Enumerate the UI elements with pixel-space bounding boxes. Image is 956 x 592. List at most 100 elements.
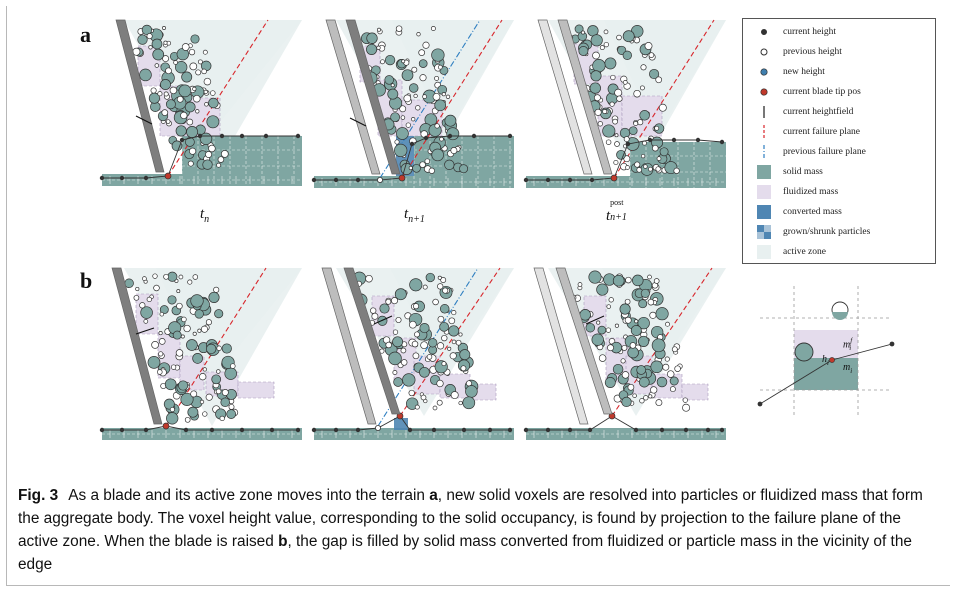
particle — [451, 310, 457, 316]
particle — [418, 49, 426, 56]
particle — [366, 32, 378, 44]
particle — [654, 125, 660, 131]
height-point — [239, 427, 245, 433]
detail-m-f: m — [843, 339, 851, 351]
particle — [385, 341, 392, 349]
height-point — [219, 133, 225, 139]
particle — [632, 274, 644, 287]
particle — [151, 341, 159, 349]
particle — [137, 34, 148, 45]
current-failure-plane — [399, 267, 501, 417]
particle — [428, 167, 435, 174]
particle — [392, 329, 399, 335]
particle — [414, 331, 420, 338]
particle — [612, 118, 618, 125]
blade — [325, 19, 381, 175]
particle — [647, 298, 655, 306]
particle — [630, 325, 642, 336]
particle — [606, 304, 611, 309]
particle — [652, 144, 659, 152]
particle — [208, 97, 219, 109]
particle — [175, 349, 184, 357]
particle — [445, 94, 451, 99]
legend-label: previous height — [783, 47, 842, 57]
particle — [173, 60, 178, 65]
particle — [437, 64, 443, 70]
particle — [647, 274, 652, 280]
particle — [180, 334, 185, 339]
particle — [388, 351, 402, 366]
particle — [450, 391, 459, 400]
particle — [682, 397, 688, 403]
particle — [462, 396, 476, 410]
blade — [533, 267, 589, 425]
height-profile — [526, 415, 722, 431]
particle — [201, 68, 207, 75]
particle — [448, 317, 456, 325]
particle — [459, 164, 469, 174]
height-point — [239, 133, 245, 139]
particle — [210, 90, 216, 96]
detail-h-sub: i — [827, 359, 829, 367]
particle — [658, 103, 667, 112]
detail-point — [889, 341, 895, 347]
particle — [163, 273, 169, 280]
particle — [596, 283, 609, 296]
particle — [673, 167, 680, 174]
legend-item-heightfield: current heightfield — [755, 103, 853, 121]
particle — [633, 89, 641, 98]
particle — [150, 87, 157, 94]
particle — [152, 273, 158, 279]
particle — [399, 105, 407, 113]
particle — [221, 389, 229, 396]
particle — [162, 55, 170, 63]
particle — [632, 393, 637, 398]
particle — [426, 354, 433, 360]
particle — [380, 59, 385, 65]
particle — [651, 338, 666, 353]
particle — [621, 344, 628, 351]
particle — [385, 298, 392, 305]
particle — [159, 305, 169, 315]
particle — [592, 51, 600, 60]
legend-item-previous-failure: previous failure plane — [755, 143, 866, 161]
legend-item-new-height: new height — [755, 63, 825, 81]
particle — [180, 111, 188, 120]
particle — [619, 127, 631, 139]
particle — [184, 101, 196, 113]
time-label-tn-base: t — [200, 206, 205, 222]
particle — [176, 289, 181, 294]
height-profile — [526, 139, 723, 181]
red-dot-icon — [755, 85, 773, 99]
detail-particle-large — [794, 342, 814, 362]
particle — [163, 398, 175, 410]
particle — [392, 370, 398, 375]
blade — [115, 19, 165, 173]
particle — [183, 324, 191, 333]
particle — [439, 136, 444, 142]
particle — [425, 272, 435, 283]
current-failure-plane — [165, 267, 267, 427]
particle — [411, 117, 416, 122]
particle — [181, 43, 190, 51]
particle — [160, 79, 171, 90]
particle — [208, 144, 216, 153]
red-dashed-line-icon — [755, 125, 773, 139]
particle — [146, 33, 153, 40]
particle — [202, 411, 208, 417]
time-label-tn1-base: t — [404, 206, 409, 222]
legend-label: new height — [783, 67, 825, 77]
height-point — [209, 427, 215, 433]
legend-item-grown: grown/shrunk particles — [755, 223, 870, 241]
caption-bold-b: b — [278, 533, 288, 550]
particle — [420, 341, 428, 350]
particle — [408, 389, 415, 397]
particle — [365, 274, 373, 283]
height-point — [695, 137, 701, 143]
scene-a-tpost — [523, 19, 726, 188]
height-point — [567, 177, 573, 183]
height-point — [99, 427, 105, 433]
particle — [434, 123, 440, 129]
particle — [682, 403, 691, 412]
